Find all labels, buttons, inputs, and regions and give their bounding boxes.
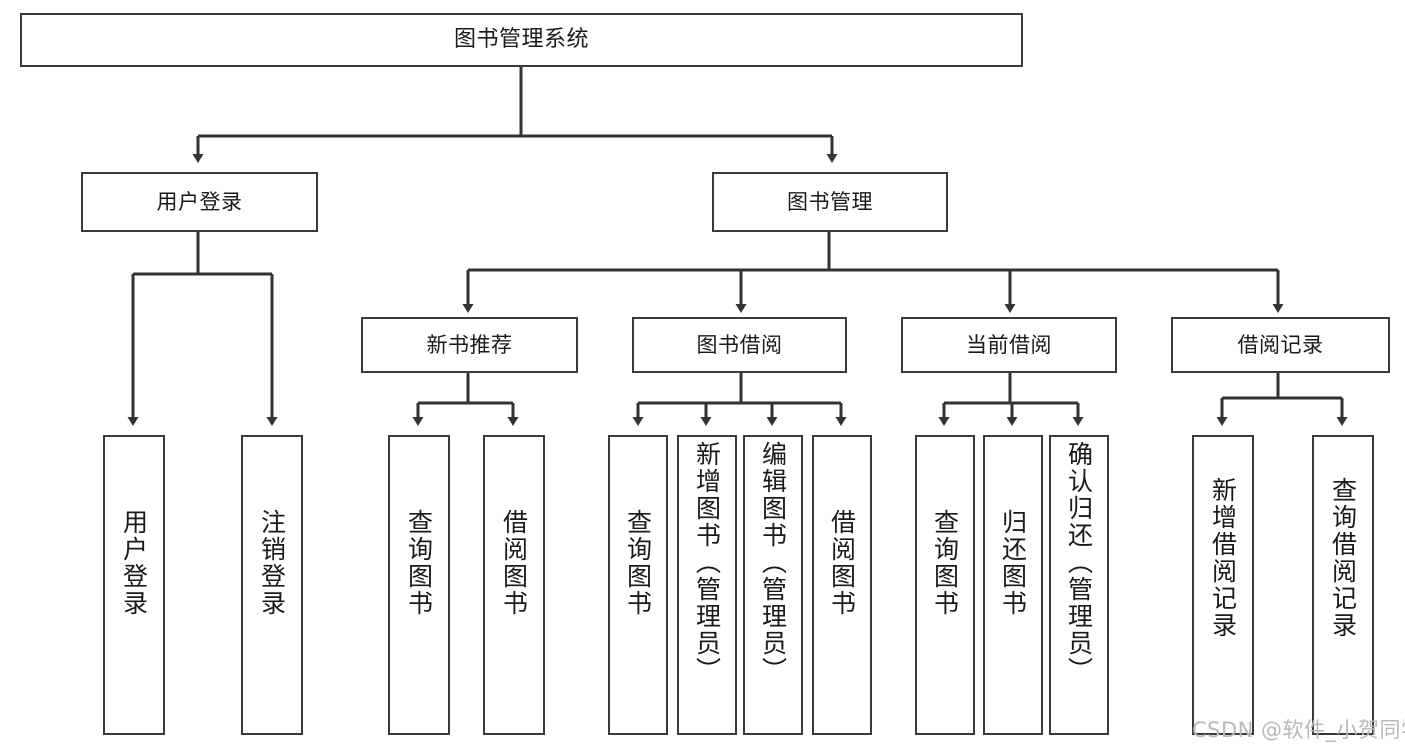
node-new-book-recommend-label: 新书推荐 bbox=[426, 332, 513, 357]
leaf-edit-book[interactable]: 编辑图书（管理员） bbox=[743, 435, 803, 735]
leaf-query-book-1[interactable]: 查询图书 bbox=[388, 435, 450, 735]
leaf-borrow-book-2[interactable]: 借阅图书 bbox=[812, 435, 872, 735]
leaf-query-record[interactable]: 查询借阅记录 bbox=[1312, 435, 1374, 735]
node-current-borrow[interactable]: 当前借阅 bbox=[901, 317, 1117, 373]
node-book-manage[interactable]: 图书管理 bbox=[712, 172, 948, 232]
leaf-confirm-return[interactable]: 确认归还（管理员） bbox=[1049, 435, 1109, 735]
node-root[interactable]: 图书管理系统 bbox=[20, 13, 1023, 67]
leaf-query-book-1-label: 查询图书 bbox=[404, 509, 434, 617]
leaf-query-book-3-label: 查询图书 bbox=[930, 509, 960, 617]
leaf-add-record[interactable]: 新增借阅记录 bbox=[1192, 435, 1254, 735]
leaf-logout-login[interactable]: 注销登录 bbox=[241, 435, 303, 735]
leaf-borrow-book-1[interactable]: 借阅图书 bbox=[483, 435, 545, 735]
leaf-add-record-label: 新增借阅记录 bbox=[1208, 477, 1238, 639]
leaf-add-book[interactable]: 新增图书（管理员） bbox=[677, 435, 737, 735]
leaf-return-book-label: 归还图书 bbox=[998, 509, 1028, 617]
node-book-manage-label: 图书管理 bbox=[787, 189, 873, 214]
leaf-query-book-3[interactable]: 查询图书 bbox=[915, 435, 975, 735]
leaf-edit-book-label: 编辑图书（管理员） bbox=[758, 441, 788, 684]
leaf-return-book[interactable]: 归还图书 bbox=[983, 435, 1043, 735]
node-user-login[interactable]: 用户登录 bbox=[81, 172, 318, 232]
node-user-login-label: 用户登录 bbox=[156, 189, 243, 214]
node-new-book-recommend[interactable]: 新书推荐 bbox=[361, 317, 578, 373]
leaf-confirm-return-label: 确认归还（管理员） bbox=[1064, 441, 1094, 684]
leaf-query-book-2[interactable]: 查询图书 bbox=[608, 435, 668, 735]
leaf-borrow-book-1-label: 借阅图书 bbox=[499, 509, 529, 617]
node-book-borrow-label: 图书借阅 bbox=[696, 332, 783, 357]
leaf-user-login-label: 用户登录 bbox=[119, 509, 149, 617]
node-borrow-record[interactable]: 借阅记录 bbox=[1171, 317, 1390, 373]
node-root-label: 图书管理系统 bbox=[453, 27, 589, 53]
leaf-add-book-label: 新增图书（管理员） bbox=[692, 441, 722, 684]
node-borrow-record-label: 借阅记录 bbox=[1237, 332, 1324, 357]
leaf-borrow-book-2-label: 借阅图书 bbox=[827, 509, 857, 617]
leaf-user-login[interactable]: 用户登录 bbox=[103, 435, 165, 735]
leaf-query-book-2-label: 查询图书 bbox=[623, 509, 653, 617]
node-book-borrow[interactable]: 图书借阅 bbox=[632, 317, 847, 373]
leaf-query-record-label: 查询借阅记录 bbox=[1328, 477, 1358, 639]
csdn-watermark: CSDN @软件_小贺同学 bbox=[1192, 718, 1405, 742]
leaf-logout-login-label: 注销登录 bbox=[257, 509, 287, 617]
node-current-borrow-label: 当前借阅 bbox=[966, 332, 1052, 357]
